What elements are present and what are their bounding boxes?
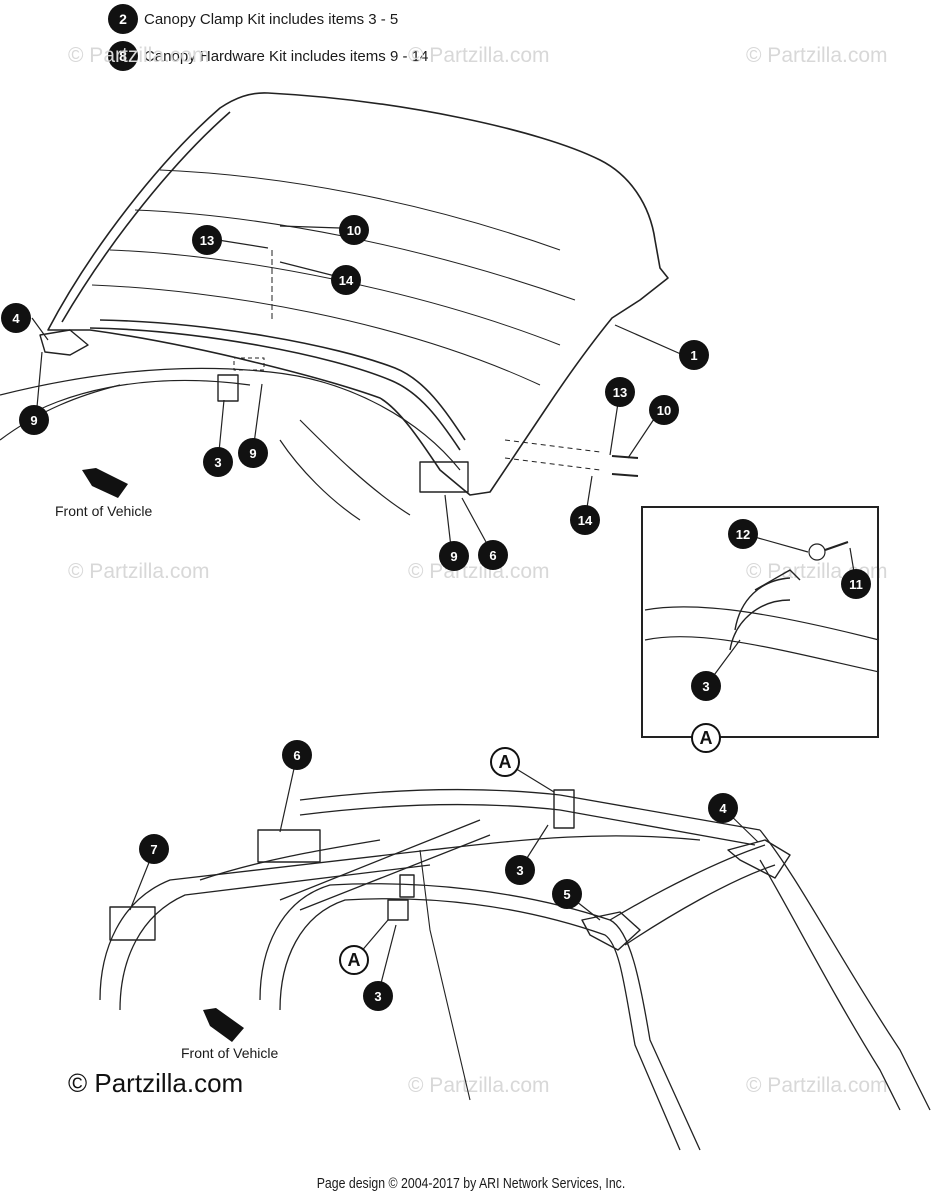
watermark: © Partzilla.com [68, 44, 210, 67]
legend-text: Canopy Clamp Kit includes items 3 - 5 [144, 10, 399, 28]
detail-a-reference: A [490, 747, 520, 777]
callout-11: 11 [841, 569, 871, 599]
callout-3: 3 [505, 855, 535, 885]
front-of-vehicle-label: Front of Vehicle [181, 1045, 279, 1061]
callout-14: 14 [570, 505, 600, 535]
callout-13: 13 [605, 377, 635, 407]
callout-9: 9 [439, 541, 469, 571]
front-arrow-bottom [203, 1008, 244, 1042]
detail-view-a-label: A [691, 723, 721, 753]
callout-6: 6 [478, 540, 508, 570]
callout-9: 9 [19, 405, 49, 435]
callout-1: 1 [679, 340, 709, 370]
callout-12: 12 [728, 519, 758, 549]
legend-row-canopy-clamp-kit: 2 Canopy Clamp Kit includes items 3 - 5 [108, 4, 398, 34]
legend-row-canopy-hardware-kit: 8 Canopy Hardware Kit includes items 9 -… [108, 41, 428, 71]
callout-3: 3 [691, 671, 721, 701]
callout-7: 7 [139, 834, 169, 864]
watermark: © Partzilla.com [408, 1074, 550, 1097]
watermark: © Partzilla.com [746, 44, 888, 67]
callout-10: 10 [649, 395, 679, 425]
canopy-roof [47, 92, 669, 496]
front-arrow-top [82, 468, 128, 498]
callout-9: 9 [238, 438, 268, 468]
callout-10: 10 [339, 215, 369, 245]
callout-5: 5 [552, 879, 582, 909]
watermark: © Partzilla.com [746, 1074, 888, 1097]
front-of-vehicle-label: Front of Vehicle [55, 503, 153, 519]
callout-14: 14 [331, 265, 361, 295]
callout-6: 6 [282, 740, 312, 770]
watermark: © Partzilla.com [408, 44, 550, 67]
detail-a-reference: A [339, 945, 369, 975]
callout-4: 4 [708, 793, 738, 823]
watermark: © Partzilla.com [68, 560, 210, 583]
callout-3: 3 [363, 981, 393, 1011]
detail-view-a-frame [641, 506, 879, 738]
legend-number-badge: 8 [108, 41, 138, 71]
legend-number-badge: 2 [108, 4, 138, 34]
copyright-notice: © Partzilla.com [68, 1068, 244, 1098]
legend-text: Canopy Hardware Kit includes items 9 - 1… [144, 47, 429, 65]
page-footer: Page design © 2004-2017 by ARI Network S… [316, 1175, 626, 1192]
callout-3: 3 [203, 447, 233, 477]
callout-4: 4 [1, 303, 31, 333]
callout-13: 13 [192, 225, 222, 255]
